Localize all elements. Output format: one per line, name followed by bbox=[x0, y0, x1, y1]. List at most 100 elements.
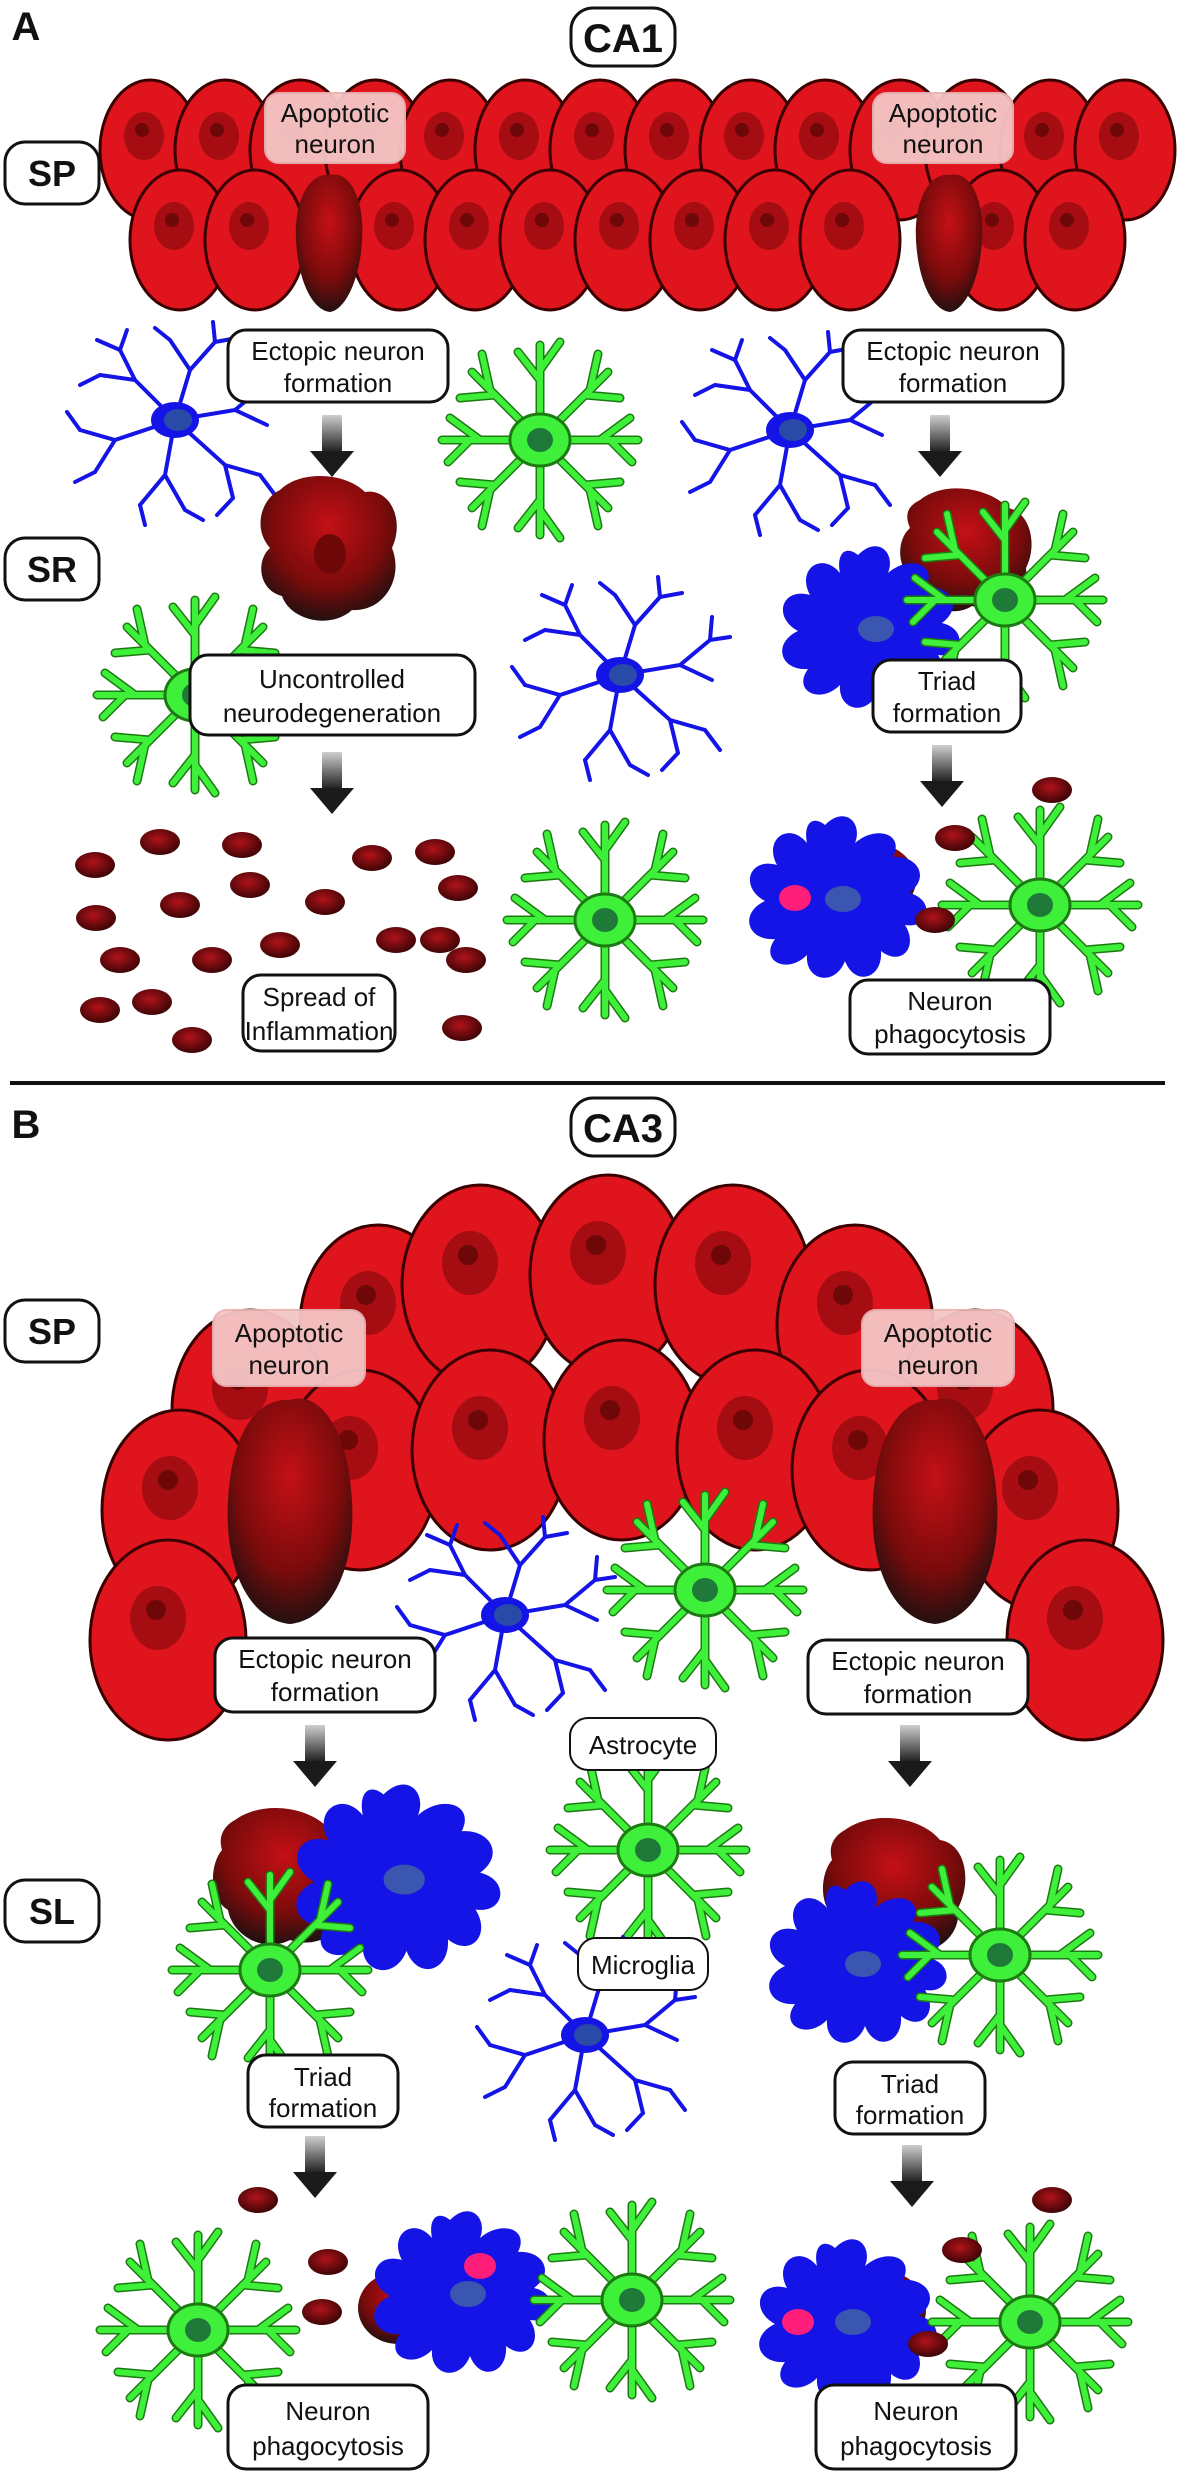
ca3-title: CA3 bbox=[583, 1107, 663, 1151]
ectopic-neuron-nucleus bbox=[314, 534, 346, 574]
ca1-sp-box bbox=[3, 140, 101, 206]
astrocyte-icon bbox=[442, 342, 638, 538]
astrocyte-label-box bbox=[569, 1717, 717, 1771]
lysosome-icon bbox=[782, 2309, 814, 2335]
phago-label-right-box bbox=[814, 2383, 1018, 2471]
ca1-sr-box bbox=[3, 536, 101, 602]
lysosome-icon bbox=[464, 2253, 496, 2279]
triad-label-right-1: Triad bbox=[881, 2069, 939, 2099]
ectopic-label-right-2: formation bbox=[864, 1679, 972, 1709]
phago-label-2: phagocytosis bbox=[874, 1019, 1026, 1049]
ectopic-label-right-1: Ectopic neuron bbox=[866, 336, 1039, 366]
ca3-sp-label: SP bbox=[28, 1311, 76, 1352]
uncontrolled-label-2: neurodegeneration bbox=[223, 698, 441, 728]
ectopic-label-right-2: formation bbox=[899, 368, 1007, 398]
spread-label-2: Inflammation bbox=[245, 1016, 394, 1046]
arrow-icon bbox=[310, 415, 354, 477]
astrocyte-icon bbox=[550, 1752, 746, 1948]
uncontrolled-label-box bbox=[188, 653, 477, 737]
ectopic-label-left-2: formation bbox=[271, 1677, 379, 1707]
ca3-sl-box bbox=[3, 1878, 101, 1944]
panel-b: B CA3 Apoptotic neuron Apoptotic neuron … bbox=[3, 1096, 1165, 2471]
triad-label-right-2: formation bbox=[856, 2100, 964, 2130]
debris-icon bbox=[935, 825, 975, 851]
spread-label-box bbox=[241, 973, 397, 1053]
debris-icon bbox=[308, 2249, 348, 2275]
apoptotic-neuron-right bbox=[915, 174, 983, 312]
phago-label-1: Neuron bbox=[907, 986, 992, 1016]
astrocyte-icon bbox=[534, 2202, 730, 2398]
astrocyte-icon bbox=[902, 1857, 1098, 2053]
ca1-sr-label: SR bbox=[27, 549, 77, 590]
arrow-icon bbox=[888, 1725, 932, 1787]
apoptotic-label-right-2: neuron bbox=[903, 129, 984, 159]
astrocyte-icon bbox=[507, 822, 703, 1018]
phago-label-left-2: phagocytosis bbox=[252, 2431, 404, 2461]
phago-label-box bbox=[848, 978, 1052, 1056]
activated-microglia-icon bbox=[749, 816, 927, 978]
apoptotic-label-right-1: Apoptotic bbox=[884, 1318, 992, 1348]
ca3-title-box bbox=[569, 1096, 677, 1158]
apoptotic-neuron-right bbox=[872, 1398, 998, 1624]
activated-microglia-icon bbox=[374, 2211, 552, 2373]
apoptotic-label-left-box bbox=[264, 92, 406, 164]
apoptotic-label-right-box bbox=[861, 1309, 1015, 1387]
arrow-icon bbox=[920, 745, 964, 807]
ca1-sp-label: SP bbox=[28, 153, 76, 194]
phago-label-left-box bbox=[226, 2383, 430, 2471]
apoptotic-label-left-box bbox=[212, 1309, 366, 1387]
debris-icon bbox=[942, 2237, 982, 2263]
activated-microglia-icon bbox=[296, 1784, 501, 1971]
apoptotic-neuron-left bbox=[295, 174, 363, 312]
ectopic-label-right-1: Ectopic neuron bbox=[831, 1646, 1004, 1676]
panel-a: A CA1 Apoptotic neuron Apoptotic neuron bbox=[3, 5, 1177, 1056]
debris-icon bbox=[238, 2187, 278, 2213]
astrocyte-icon bbox=[172, 1872, 368, 2068]
ectopic-label-left-box bbox=[213, 1636, 437, 1714]
debris-icon bbox=[915, 907, 955, 933]
arrow-icon bbox=[293, 2136, 337, 2198]
lysosome-icon bbox=[779, 885, 811, 911]
apoptotic-label-right-1: Apoptotic bbox=[889, 98, 997, 128]
arrow-icon bbox=[890, 2145, 934, 2207]
apoptotic-neuron-left bbox=[227, 1398, 353, 1624]
spread-label-1: Spread of bbox=[263, 982, 377, 1012]
triad-label-left-2: formation bbox=[269, 2093, 377, 2123]
astrocyte-icon bbox=[607, 1492, 803, 1688]
apoptotic-label-right-2: neuron bbox=[898, 1350, 979, 1380]
debris-icon bbox=[1032, 777, 1072, 803]
debris-icon bbox=[302, 2299, 342, 2325]
triad-label-right-box bbox=[833, 2060, 987, 2136]
apoptotic-label-left-2: neuron bbox=[249, 1350, 330, 1380]
apoptotic-label-left-1: Apoptotic bbox=[281, 98, 389, 128]
phago-label-right-1: Neuron bbox=[873, 2396, 958, 2426]
astrocyte-label: Astrocyte bbox=[589, 1730, 697, 1760]
ectopic-label-right-box bbox=[806, 1638, 1030, 1716]
triad-label-box bbox=[871, 658, 1023, 734]
apoptotic-label-left-1: Apoptotic bbox=[235, 1318, 343, 1348]
ectopic-label-left-1: Ectopic neuron bbox=[238, 1644, 411, 1674]
uncontrolled-label-1: Uncontrolled bbox=[259, 664, 405, 694]
debris-icon bbox=[1032, 2187, 1072, 2213]
ca3-sp-box bbox=[3, 1298, 101, 1364]
ca1-title: CA1 bbox=[583, 17, 663, 61]
triad-label-left-1: Triad bbox=[294, 2062, 352, 2092]
triad-label-left-box bbox=[246, 2053, 400, 2129]
triad-label-1: Triad bbox=[918, 666, 976, 696]
triad-label-2: formation bbox=[893, 698, 1001, 728]
ectopic-label-right-box bbox=[841, 328, 1065, 404]
ca3-sl-label: SL bbox=[29, 1891, 75, 1932]
panel-b-letter: B bbox=[12, 1103, 41, 1147]
ca1-title-box bbox=[569, 6, 677, 68]
microglia-label-box bbox=[577, 1937, 709, 1991]
panel-a-letter: A bbox=[12, 5, 41, 49]
apoptotic-label-left-2: neuron bbox=[295, 129, 376, 159]
ectopic-label-left-2: formation bbox=[284, 368, 392, 398]
phago-label-right-2: phagocytosis bbox=[840, 2431, 992, 2461]
arrow-icon bbox=[293, 1725, 337, 1787]
microglia-label: Microglia bbox=[591, 1950, 696, 1980]
ectopic-label-left-box bbox=[226, 328, 450, 404]
arrow-icon bbox=[918, 415, 962, 477]
